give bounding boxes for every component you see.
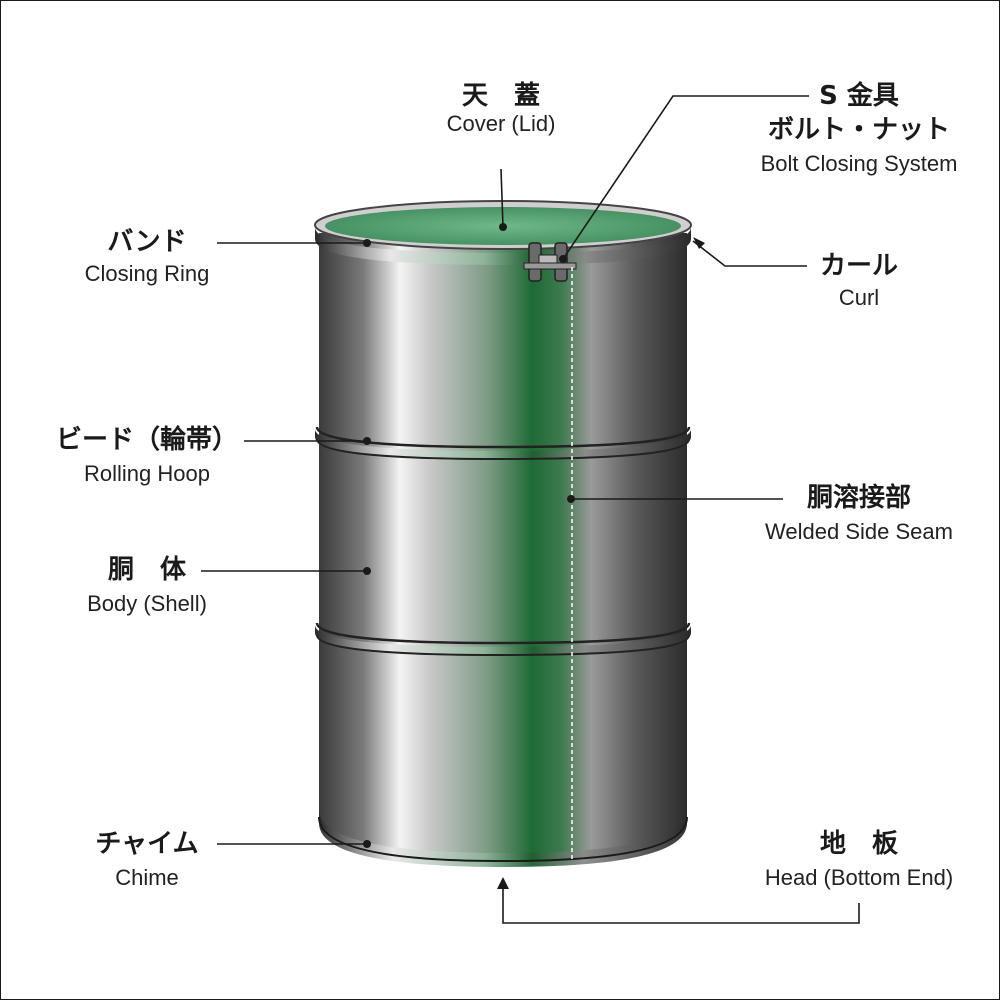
label-body-en: Body (Shell) (87, 591, 207, 616)
label-bolt-jp1: S 金具 (819, 81, 899, 111)
label-bead: ビード（輪帯） Rolling Hoop (41, 425, 253, 487)
label-body-jp: 胴 体 (107, 555, 186, 585)
label-curl-jp: カール (819, 251, 898, 281)
label-head: 地 板 Head (Bottom End) (731, 829, 987, 891)
drum-body (319, 233, 687, 861)
label-curl: カール Curl (801, 251, 917, 311)
label-bolt-en: Bolt Closing System (760, 151, 958, 176)
label-cover: 天 蓋 Cover (Lid) (421, 81, 581, 137)
drum-chime (319, 809, 687, 867)
label-chime-en: Chime (115, 865, 179, 890)
label-curl-en: Curl (838, 285, 880, 310)
label-bead-jp: ビード（輪帯） (55, 425, 238, 455)
label-chime: チャイム Chime (77, 829, 217, 891)
rolling-hoop-lower (315, 622, 691, 657)
label-head-en: Head (Bottom End) (764, 865, 954, 890)
rolling-hoop-upper (315, 426, 691, 461)
bolt-closing (523, 242, 577, 282)
label-bead-en: Rolling Hoop (84, 461, 210, 486)
label-seam-en: Welded Side Seam (765, 519, 953, 544)
label-band: バンド Closing Ring (61, 227, 233, 287)
label-seam-jp: 胴溶接部 (806, 483, 911, 513)
label-cover-en: Cover (Lid) (446, 111, 556, 136)
label-head-jp: 地 板 (819, 829, 898, 859)
label-cover-jp: 天 蓋 (461, 81, 540, 111)
label-chime-jp: チャイム (95, 829, 199, 859)
label-band-jp: バンド (107, 227, 187, 257)
label-body: 胴 体 Body (Shell) (65, 555, 229, 617)
label-seam: 胴溶接部 Welded Side Seam (741, 483, 977, 545)
label-bolt: S 金具 ボルト・ナット Bolt Closing System (741, 81, 977, 177)
label-band-en: Closing Ring (84, 261, 210, 286)
label-bolt-jp2: ボルト・ナット (767, 115, 950, 145)
closing-ring (315, 227, 691, 265)
